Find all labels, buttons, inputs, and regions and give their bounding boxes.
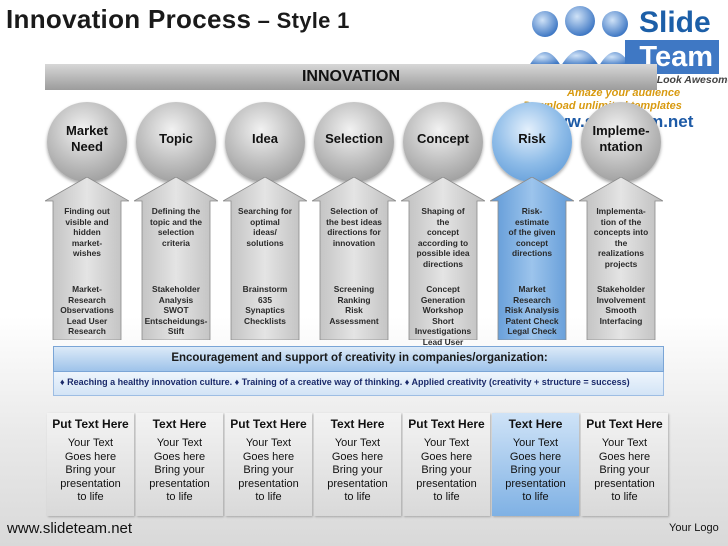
encouragement-bar: Encouragement and support of creativity … xyxy=(53,346,664,372)
innovation-banner: INNOVATION xyxy=(45,64,657,90)
stage-label: Idea xyxy=(251,131,278,146)
banner-text: INNOVATION xyxy=(301,68,401,85)
stage-circle-5: Concept xyxy=(403,102,483,182)
bullets-bar: ♦ Reaching a healthy innovation culture.… xyxy=(53,372,664,396)
encouragement-text: Encouragement and support of creativity … xyxy=(171,352,548,364)
stage-label: Concept xyxy=(417,131,469,146)
stage-label: Topic xyxy=(159,131,193,146)
column-heading: Put Text Here xyxy=(408,417,485,431)
people-icon xyxy=(529,6,631,66)
column-heading: Text Here xyxy=(330,417,385,431)
stage-circle-2: Topic xyxy=(136,102,216,182)
footer-url[interactable]: www.slideteam.net xyxy=(7,520,133,537)
logo-team-word: Team xyxy=(625,40,719,74)
bullets-text: ♦ Reaching a healthy innovation culture.… xyxy=(60,377,630,387)
stage-label: Selection xyxy=(325,131,383,146)
logo-slide-word: Slide xyxy=(639,6,711,39)
stage-circle-4: Selection xyxy=(314,102,394,182)
stage-label: Impleme-ntation xyxy=(592,123,650,154)
column-heading: Put Text Here xyxy=(52,417,129,431)
stage-circle-6: Risk xyxy=(492,102,572,182)
slide-title: Innovation Process – Style 1 xyxy=(6,4,350,35)
column-heading: Text Here xyxy=(508,417,563,431)
column-heading: Put Text Here xyxy=(586,417,663,431)
stage-circle-7: Impleme-ntation xyxy=(581,102,661,182)
stage-label: Risk xyxy=(518,131,546,146)
title-main: Innovation Process xyxy=(6,4,252,34)
title-style: Style 1 xyxy=(276,8,350,33)
slideteam-logo: Slide Team Making Your Presentations Loo… xyxy=(515,2,728,137)
stage-circle-3: Idea xyxy=(225,102,305,182)
logo-promo-1: Amaze your audience xyxy=(567,87,681,99)
title-dash: – xyxy=(251,8,277,33)
footer-logo: Your Logo xyxy=(669,522,719,534)
column-heading: Put Text Here xyxy=(230,417,307,431)
column-heading: Text Here xyxy=(152,417,207,431)
